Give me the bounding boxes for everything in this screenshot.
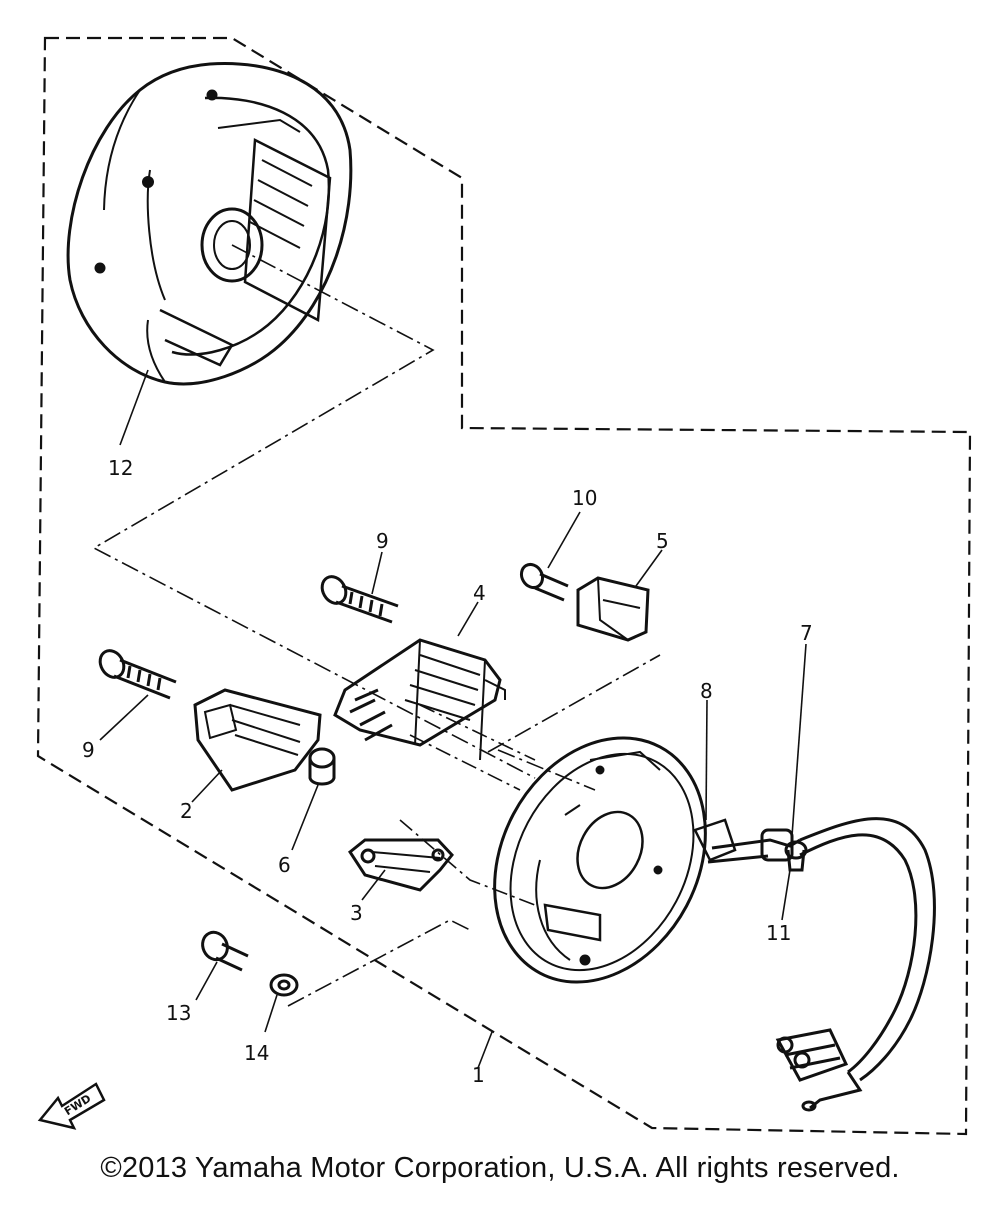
copyright-notice: ©2013 Yamaha Motor Corporation, U.S.A. A… bbox=[100, 1152, 900, 1184]
callout-7: 7 bbox=[800, 621, 813, 645]
callout-11: 11 bbox=[766, 921, 791, 945]
callout-12: 12 bbox=[108, 456, 133, 480]
callout-3: 3 bbox=[350, 901, 363, 925]
leader-lines bbox=[99, 369, 807, 1069]
callout-numbers: 12 10 9 5 4 7 8 9 2 6 3 11 13 14 1 bbox=[82, 456, 813, 1087]
charge-coil bbox=[333, 638, 506, 761]
flywheel-rotor bbox=[66, 62, 353, 386]
coil-bracket bbox=[576, 576, 650, 642]
alignment-lines bbox=[92, 244, 661, 1007]
callout-4: 4 bbox=[473, 581, 486, 605]
assembly-boundary bbox=[36, 36, 972, 1136]
exploded-parts-diagram: FWD 12 10 9 5 4 7 8 9 2 6 3 11 13 14 1 bbox=[36, 36, 972, 1136]
callout-9-lower: 9 bbox=[82, 738, 95, 762]
lead-wire-harness bbox=[693, 817, 936, 1112]
callout-14: 14 bbox=[244, 1041, 269, 1065]
lighting-coil bbox=[193, 688, 322, 792]
callout-9-upper: 9 bbox=[376, 529, 389, 553]
stator-base-plate bbox=[493, 736, 707, 984]
callout-13: 13 bbox=[166, 1001, 191, 1025]
source-coil bbox=[347, 838, 454, 892]
forward-arrow-icon: FWD bbox=[37, 1082, 106, 1130]
callout-2: 2 bbox=[180, 799, 193, 823]
callout-8: 8 bbox=[700, 679, 713, 703]
callout-1: 1 bbox=[472, 1063, 485, 1087]
callout-5: 5 bbox=[656, 529, 669, 553]
callout-10: 10 bbox=[572, 486, 597, 510]
collar bbox=[308, 747, 336, 786]
bolts bbox=[98, 562, 808, 997]
callout-6: 6 bbox=[278, 853, 291, 877]
